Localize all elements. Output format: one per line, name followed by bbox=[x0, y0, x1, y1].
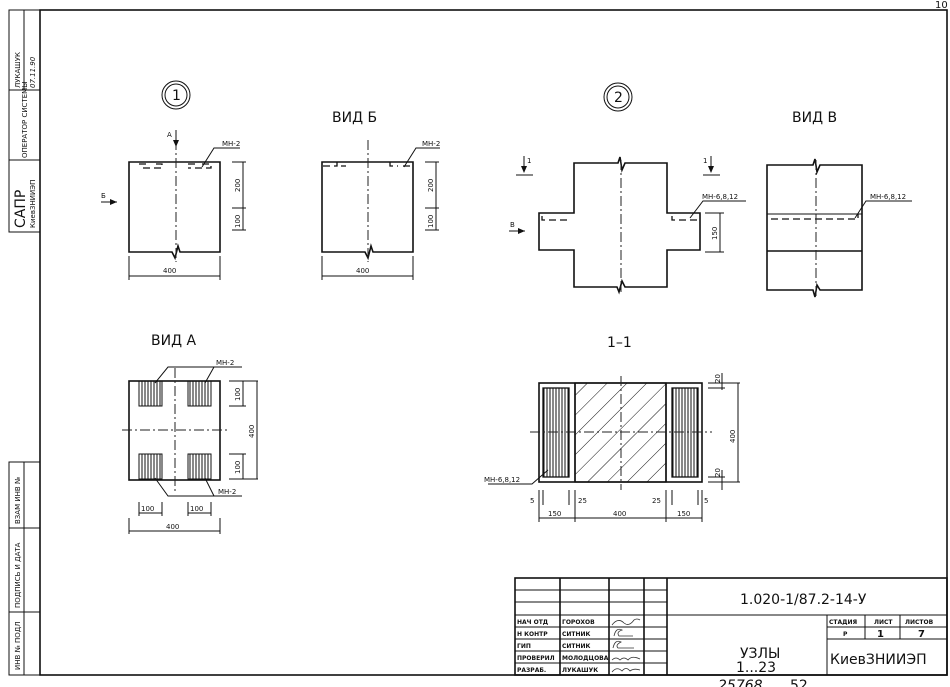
inv-podl-label: ИНВ № ПОДЛ bbox=[14, 621, 22, 670]
view-a-dim-400-v: 400 bbox=[248, 425, 256, 438]
view-b-dim-400: 400 bbox=[356, 267, 369, 275]
dim-200: 200 bbox=[234, 179, 242, 192]
sheet-label: ЛИСТ bbox=[874, 619, 893, 626]
dim-25-right: 25 bbox=[652, 497, 661, 505]
section-mark-right: 1 bbox=[703, 157, 707, 165]
view-arrow-b: Б bbox=[101, 192, 106, 200]
dim-20-bottom: 20 bbox=[714, 468, 722, 477]
view-v: ВИД В МН-6,8,12 bbox=[766, 110, 912, 298]
view-a-dim-400-h: 400 bbox=[166, 523, 179, 531]
name-4: ЛУКАШУК bbox=[562, 667, 598, 674]
stage-label: СТАДИЯ bbox=[829, 619, 858, 626]
name-0: ГОРОХОВ bbox=[562, 619, 595, 626]
view-a-dim-100-top: 100 bbox=[234, 388, 242, 401]
view-a-title: ВИД А bbox=[151, 333, 196, 349]
stage-value: Р bbox=[843, 631, 848, 638]
podpis-data-label: ПОДПИСЬ И ДАТА bbox=[14, 542, 22, 608]
name-1: СИТНИК bbox=[562, 631, 591, 638]
view-a-dim-100-right: 100 bbox=[190, 505, 203, 513]
organization: КиевЗНИИЭП bbox=[830, 652, 927, 668]
view-a-dim-100-left: 100 bbox=[141, 505, 154, 513]
sheet-title-line1: УЗЛЫ bbox=[740, 646, 780, 662]
view-b: ВИД Б МН-2 200 100 400 bbox=[321, 110, 440, 280]
detail-marker-1: 1 bbox=[172, 88, 181, 104]
view-v-part-label: МН-6,8,12 bbox=[870, 193, 906, 201]
sheet-frame: 10 bbox=[39, 0, 948, 676]
view-b-title: ВИД Б bbox=[332, 110, 377, 126]
sheets-label: ЛИСТОВ bbox=[905, 619, 934, 626]
side-stamp-bottom: ВЗАМ ИНВ № ПОДПИСЬ И ДАТА ИНВ № ПОДЛ bbox=[8, 461, 41, 676]
dim-5-right: 5 bbox=[704, 497, 708, 505]
view-a-part-top: МН-2 bbox=[216, 359, 234, 367]
sheet-title-line2: 1...23 bbox=[736, 660, 776, 676]
dim-400: 400 bbox=[163, 267, 176, 275]
operator-signature: 07.11.90 bbox=[29, 56, 37, 88]
document-code: 1.020-1/87.2-14-У bbox=[740, 592, 867, 608]
detail-2: 2 1 1 В МН-6,8,12 150 bbox=[509, 82, 746, 295]
side-stamp-top: ЛУКАШУК 07.11.90 ОПЕРАТОР СИСТЕМЫ САПР К… bbox=[8, 9, 41, 233]
view-v-title: ВИД В bbox=[792, 110, 837, 126]
inventory-number: 25768 bbox=[718, 678, 763, 687]
detail2-part-label: МН-6,8,12 bbox=[702, 193, 738, 201]
view-b-dim-100: 100 bbox=[427, 215, 435, 228]
dim-150-left: 150 bbox=[548, 510, 561, 518]
dim-100: 100 bbox=[234, 215, 242, 228]
corner-page-fragment: 10 bbox=[935, 0, 948, 11]
role-1: Н КОНТР bbox=[517, 631, 548, 638]
view-a-part-bottom: МН-2 bbox=[218, 488, 236, 496]
view-arrow-v: В bbox=[510, 221, 515, 229]
dim-400-h: 400 bbox=[613, 510, 626, 518]
dim-150-right: 150 bbox=[677, 510, 690, 518]
role-4: РАЗРАБ. bbox=[517, 667, 546, 674]
vzam-inv-label: ВЗАМ ИНВ № bbox=[14, 477, 22, 524]
dim-150: 150 bbox=[711, 227, 719, 240]
dim-25-left: 25 bbox=[578, 497, 587, 505]
role-0: НАЧ ОТД bbox=[517, 619, 548, 626]
role-3: ПРОВЕРИЛ bbox=[517, 655, 555, 662]
part-label-mn2: МН-2 bbox=[222, 140, 240, 148]
title-block: 1.020-1/87.2-14-У НАЧ ОТД Н КОНТР ГИП ПР… bbox=[514, 577, 948, 676]
view-a-dim-100-bottom: 100 bbox=[234, 461, 242, 474]
sapr-org: КиевЗНИИЭП bbox=[29, 180, 37, 228]
name-2: СИТНИК bbox=[562, 643, 591, 650]
sheet-value: 1 bbox=[877, 629, 884, 640]
role-2: ГИП bbox=[517, 643, 531, 650]
section-mark-left: 1 bbox=[527, 157, 531, 165]
view-a: ВИД А МН-2 МН-2 100 100 400 100 100 400 bbox=[122, 333, 258, 534]
sheets-value: 7 bbox=[918, 629, 925, 640]
footer: 25768 52 bbox=[718, 678, 808, 687]
section-part-label: МН-6,8,12 bbox=[484, 476, 520, 484]
dim-20-top: 20 bbox=[714, 374, 722, 383]
section-title: 1–1 bbox=[607, 335, 632, 351]
dim-5-left: 5 bbox=[530, 497, 534, 505]
section-1-1: 1–1 МН-6,8,12 20 20 400 5 25 25 5 150 40… bbox=[484, 335, 740, 522]
page-number: 52 bbox=[790, 678, 808, 687]
detail-1: 1 А Б МН-2 200 100 400 bbox=[101, 80, 246, 280]
operator-label: ОПЕРАТОР СИСТЕМЫ bbox=[21, 82, 29, 158]
view-b-dim-200: 200 bbox=[427, 179, 435, 192]
view-arrow-a: А bbox=[167, 131, 172, 139]
name-3: МОЛОДЦОВА bbox=[562, 655, 609, 662]
view-b-part-label: МН-2 bbox=[422, 140, 440, 148]
signatures bbox=[611, 618, 641, 673]
dim-400-v: 400 bbox=[729, 430, 737, 443]
detail-marker-2: 2 bbox=[614, 90, 623, 106]
operator-name: ЛУКАШУК bbox=[14, 52, 22, 88]
sapr-label: САПР bbox=[13, 190, 29, 228]
